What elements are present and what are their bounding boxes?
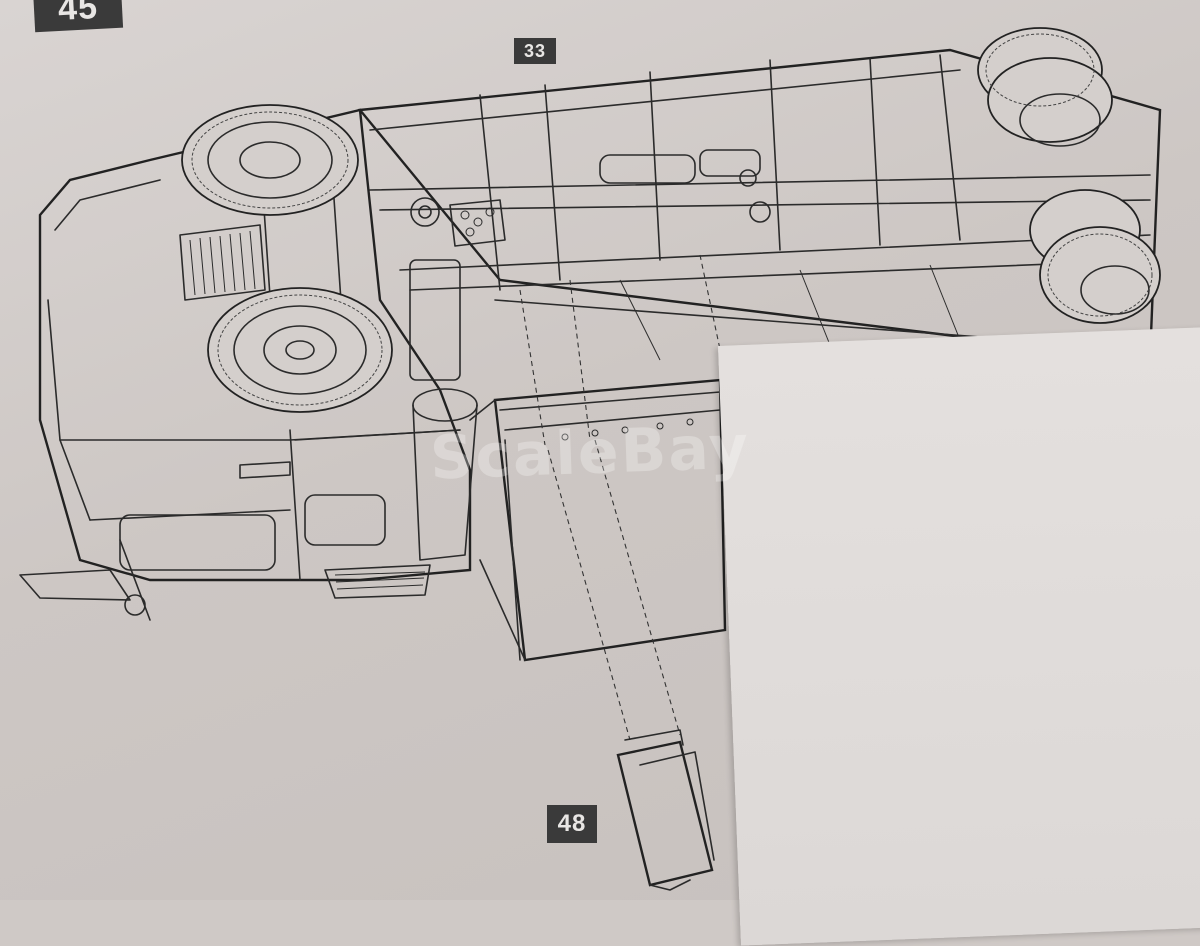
- fuel-tank-cap: [412, 388, 478, 561]
- assembly-guide-lines: [519, 254, 736, 741]
- front-wheel-lower: [207, 287, 393, 413]
- watermark-text: ScaleBay: [428, 412, 752, 494]
- frame-rails: [357, 48, 1162, 362]
- part-number-33-badge: 33: [514, 38, 556, 64]
- part-number-48-badge: 48: [547, 805, 597, 843]
- rear-wheels-upper: [977, 27, 1113, 147]
- truck-chassis-diagram: [19, 27, 1162, 891]
- part-48-box: [616, 729, 715, 891]
- rear-wheels-lower: [1029, 189, 1161, 324]
- front-wheel-upper: [181, 104, 359, 216]
- overlapping-page: [718, 326, 1200, 946]
- side-panel-part: [469, 378, 727, 662]
